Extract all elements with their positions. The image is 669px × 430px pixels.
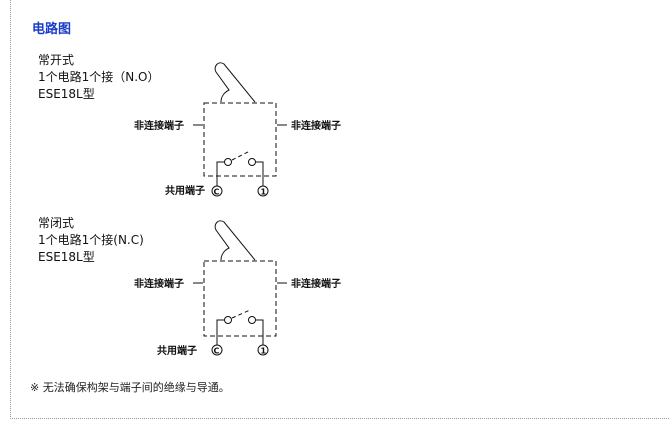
contact-icon bbox=[224, 316, 232, 324]
common-symbol: C bbox=[214, 188, 220, 197]
left-label: 非连接端子 bbox=[134, 119, 184, 132]
common-terminal-icon bbox=[211, 185, 223, 197]
section-frame bbox=[10, 0, 669, 419]
switch-body-outline bbox=[203, 102, 277, 177]
common-label: 共用端子 bbox=[157, 344, 197, 357]
switch-body-outline bbox=[203, 260, 277, 337]
lever-icon bbox=[214, 220, 256, 261]
circuit-type: 1个电路1个接（N.O） bbox=[38, 70, 160, 84]
model-name: ESE18L型 bbox=[38, 87, 95, 101]
switch-type: 常闭式 bbox=[38, 216, 75, 230]
contact-icon bbox=[248, 316, 256, 324]
terminal-symbol: 1 bbox=[261, 347, 267, 356]
common-label: 共用端子 bbox=[165, 184, 205, 197]
diagram-no: 非连接端子 非连接端子 共用端子 C 1 bbox=[134, 62, 341, 197]
diagram-nc-description: 常闭式 1个电路1个接(N.C) ESE18L型 bbox=[38, 215, 144, 266]
insulation-note: ※ 无法确保构架与端子间的绝缘与导通。 bbox=[30, 381, 230, 394]
lever-icon bbox=[214, 62, 256, 103]
terminal-1-icon bbox=[257, 185, 269, 197]
common-symbol: C bbox=[214, 347, 220, 356]
terminal-symbol: 1 bbox=[261, 188, 267, 197]
right-label: 非连接端子 bbox=[291, 277, 341, 290]
right-label: 非连接端子 bbox=[291, 119, 341, 132]
contact-icon bbox=[248, 158, 256, 166]
model-name: ESE18L型 bbox=[38, 250, 95, 264]
section-title: 电路图 bbox=[32, 22, 72, 37]
switch-type: 常开式 bbox=[38, 53, 75, 67]
left-label: 非连接端子 bbox=[134, 277, 184, 290]
diagram-nc: 非连接端子 非连接端子 共用端子 C 1 bbox=[134, 220, 341, 357]
circuit-type: 1个电路1个接(N.C) bbox=[38, 233, 144, 247]
common-terminal-icon bbox=[211, 344, 223, 356]
contact-icon bbox=[224, 158, 232, 166]
terminal-1-icon bbox=[257, 344, 269, 356]
diagram-no-description: 常开式 1个电路1个接（N.O） ESE18L型 bbox=[38, 52, 160, 103]
